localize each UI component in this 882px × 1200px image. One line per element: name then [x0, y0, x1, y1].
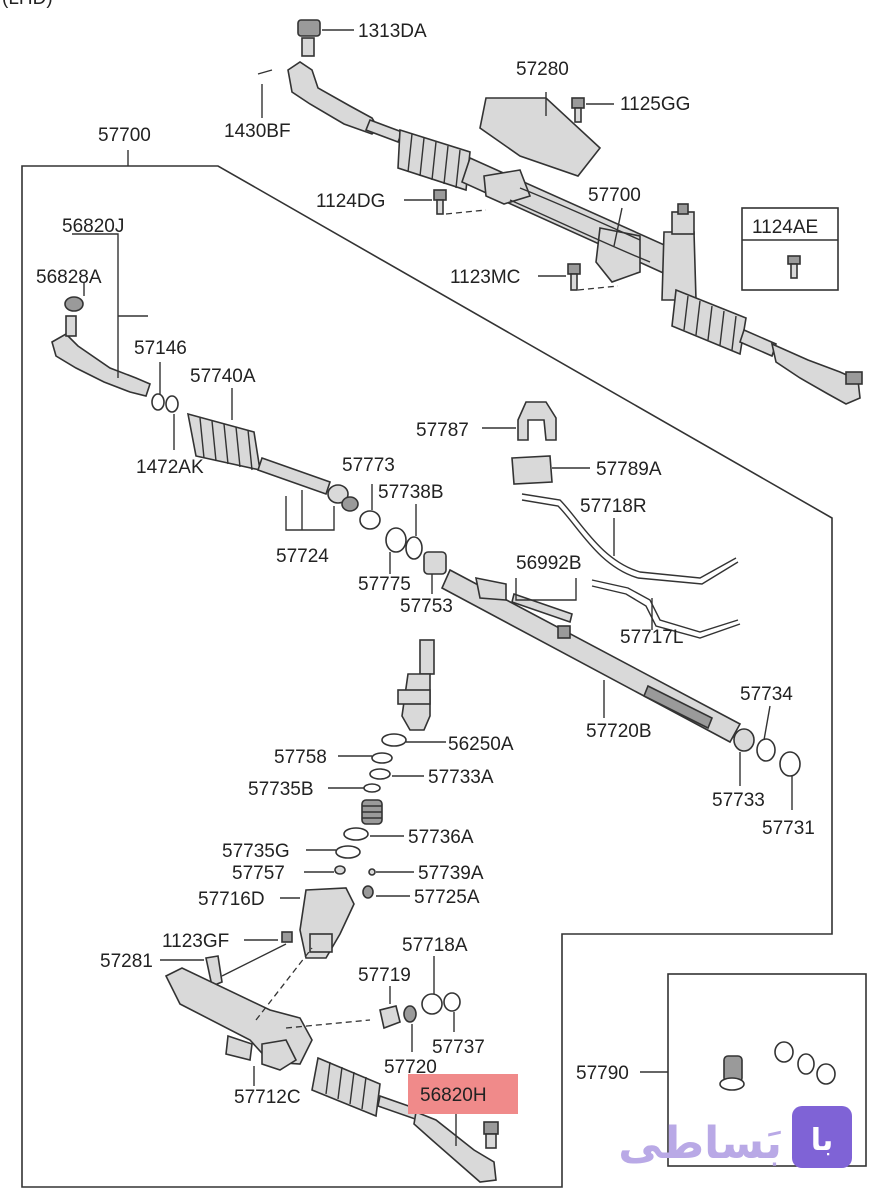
bracket-57281: [205, 955, 223, 988]
valve-housing-57716D: [280, 887, 355, 959]
label-57787: 57787: [416, 420, 469, 441]
label-57700-top: 57700: [588, 185, 641, 206]
assembly-frame: [21, 165, 833, 1188]
tie-rod-end-56820H: [413, 1110, 499, 1183]
pipe-57718R: [521, 493, 739, 585]
label-57725A: 57725A: [414, 887, 480, 908]
washer-1472AK: [165, 395, 179, 413]
label-57700-main: 57700: [98, 125, 151, 146]
label-57719: 57719: [358, 965, 411, 986]
seal-56250A: [381, 733, 407, 747]
bushing-57753: [423, 551, 447, 575]
fitting-57725A: [362, 885, 374, 899]
bolt-1125GG: [571, 97, 614, 123]
watermark-logo-glyph: با: [811, 1123, 834, 1158]
label-56992B: 56992B: [516, 553, 582, 574]
highlight-56820H: [408, 1074, 518, 1114]
label-1472AK: 1472AK: [136, 457, 204, 478]
bush-57789A: [511, 455, 553, 485]
box-1124AE: [741, 207, 839, 291]
oring-57718A: [421, 993, 443, 1015]
corner-text: (LHD): [2, 0, 53, 9]
pinion-shaft: [397, 639, 435, 731]
label-57773: 57773: [342, 455, 395, 476]
label-57734: 57734: [740, 684, 793, 705]
bracket-57787: [517, 401, 557, 441]
ball-57757: [334, 865, 346, 875]
ring-57758: [371, 752, 393, 764]
ring-57733: [733, 728, 755, 752]
label-57789A: 57789A: [596, 459, 662, 480]
label-56820H: 56820H: [420, 1085, 487, 1106]
label-1125GG: 1125GG: [620, 94, 690, 115]
label-57717L: 57717L: [620, 627, 683, 648]
plug-57739A: [368, 868, 376, 876]
label-57712C: 57712C: [234, 1087, 301, 1108]
label-57736A: 57736A: [408, 827, 474, 848]
spring-57720: [403, 1005, 417, 1023]
label-56820J: 56820J: [62, 216, 124, 237]
bolt-1123GF: [221, 931, 293, 977]
bolt-1124DG: [404, 189, 487, 215]
kit-box-57790: [640, 973, 867, 1167]
label-1313DA: 1313DA: [358, 21, 427, 42]
label-57733: 57733: [712, 790, 765, 811]
watermark-text: بَساطی: [618, 1118, 782, 1169]
spring-57736A: [343, 799, 404, 841]
pipe-57717L: [591, 579, 741, 639]
label-57753: 57753: [400, 596, 453, 617]
ring-57775: [385, 527, 407, 553]
plug-57737: [443, 992, 461, 1012]
assembled-steering-gear: [287, 19, 863, 405]
label-57718R: 57718R: [580, 496, 647, 517]
label-1124DG: 1124DG: [316, 191, 385, 212]
oring-57738B: [405, 536, 423, 560]
ring-57773: [359, 510, 381, 530]
label-57790: 57790: [576, 1063, 629, 1084]
label-57731: 57731: [762, 818, 815, 839]
yoke-57719: [379, 1005, 401, 1030]
label-57281: 57281: [100, 951, 153, 972]
watermark-logo: با: [792, 1106, 852, 1168]
ring-57735B: [363, 783, 381, 793]
label-57735G: 57735G: [222, 841, 290, 862]
plate-56992B: [511, 592, 573, 624]
nut-57146: [151, 393, 165, 411]
label-57724: 57724: [276, 546, 329, 567]
label-57758: 57758: [274, 747, 327, 768]
inner-tie-rod-57724: [256, 456, 359, 531]
label-1123GF: 1123GF: [162, 931, 229, 952]
label-56828A: 56828A: [36, 267, 102, 288]
label-57739A: 57739A: [418, 863, 484, 884]
bolt-1123MC: [538, 263, 619, 291]
seal-57731: [779, 751, 801, 777]
label-57757: 57757: [232, 863, 285, 884]
label-57740A: 57740A: [190, 366, 256, 387]
label-1123MC: 1123MC: [450, 267, 520, 288]
ring-57735G: [335, 845, 361, 859]
label-57280: 57280: [516, 59, 569, 80]
label-57720B: 57720B: [586, 721, 652, 742]
label-57735B: 57735B: [248, 779, 314, 800]
label-57718A: 57718A: [402, 935, 468, 956]
rack-57720B: [440, 568, 742, 744]
label-57733A: 57733A: [428, 767, 494, 788]
cover-57280: [479, 97, 602, 177]
label-56250A: 56250A: [448, 734, 514, 755]
gear-housing-57712C: [164, 947, 371, 1086]
label-57720: 57720: [384, 1057, 437, 1078]
label-57146: 57146: [134, 338, 187, 359]
oring-57734: [756, 738, 776, 762]
label-1430BF: 1430BF: [224, 121, 291, 142]
label-57775: 57775: [358, 574, 411, 595]
label-57716D: 57716D: [198, 889, 265, 910]
label-1124AE: 1124AE: [752, 217, 818, 238]
label-57737: 57737: [432, 1037, 485, 1058]
tie-rod-end-56820J: [51, 233, 151, 397]
label-57738B: 57738B: [378, 482, 444, 503]
ring-57733A: [369, 768, 391, 780]
